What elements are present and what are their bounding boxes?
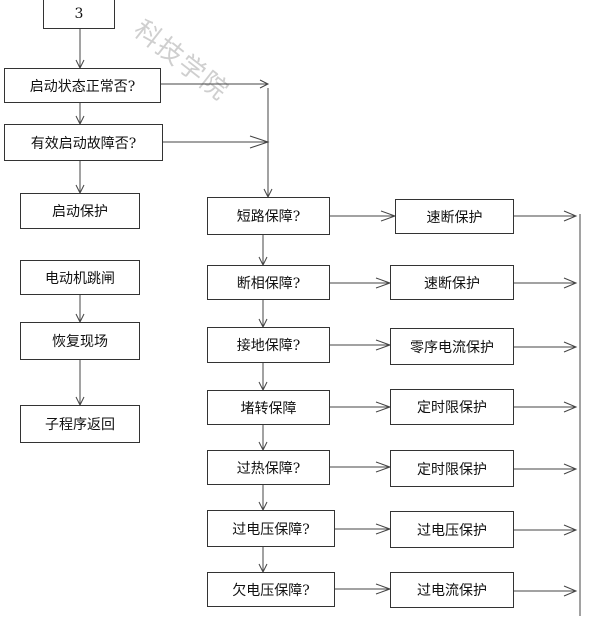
node-overheat: 过热保障?	[207, 450, 330, 485]
node-timed-limit-2: 定时限保护	[390, 450, 514, 487]
node-overvoltage-protect: 过电压保护	[390, 511, 514, 548]
node-motor-trip: 电动机跳闸	[20, 260, 140, 295]
node-restore: 恢复现场	[20, 322, 140, 360]
arrowhead	[563, 341, 578, 353]
node-stall: 堵转保障	[207, 390, 330, 425]
node-sub-return: 子程序返回	[20, 405, 140, 443]
node-start-protect: 启动保护	[20, 193, 140, 229]
node-quick-break-2: 速断保护	[390, 265, 514, 300]
node-timed-limit-1: 定时限保护	[390, 389, 514, 425]
arrowhead	[259, 79, 270, 89]
node-overvoltage: 过电压保障?	[207, 510, 335, 547]
node-undervoltage: 欠电压保障?	[207, 572, 335, 607]
arrowhead	[563, 463, 578, 475]
node-phase-break: 断相保障?	[207, 265, 330, 300]
node-zero-seq: 零序电流保护	[390, 328, 514, 365]
node-overcurrent-protect: 过电流保护	[390, 572, 514, 608]
node-valid-fault: 有效启动故障否?	[4, 124, 163, 161]
node-start-normal: 启动状态正常否?	[4, 68, 161, 103]
node-step3: 3	[43, 0, 115, 29]
arrowhead	[563, 277, 578, 289]
arrowhead	[563, 401, 578, 413]
arrowhead	[563, 585, 578, 597]
arrowhead	[563, 210, 578, 222]
node-ground: 接地保障?	[207, 327, 330, 363]
arrowhead	[563, 524, 578, 536]
node-quick-break-1: 速断保护	[395, 199, 514, 234]
node-short-circuit: 短路保障?	[207, 197, 330, 235]
